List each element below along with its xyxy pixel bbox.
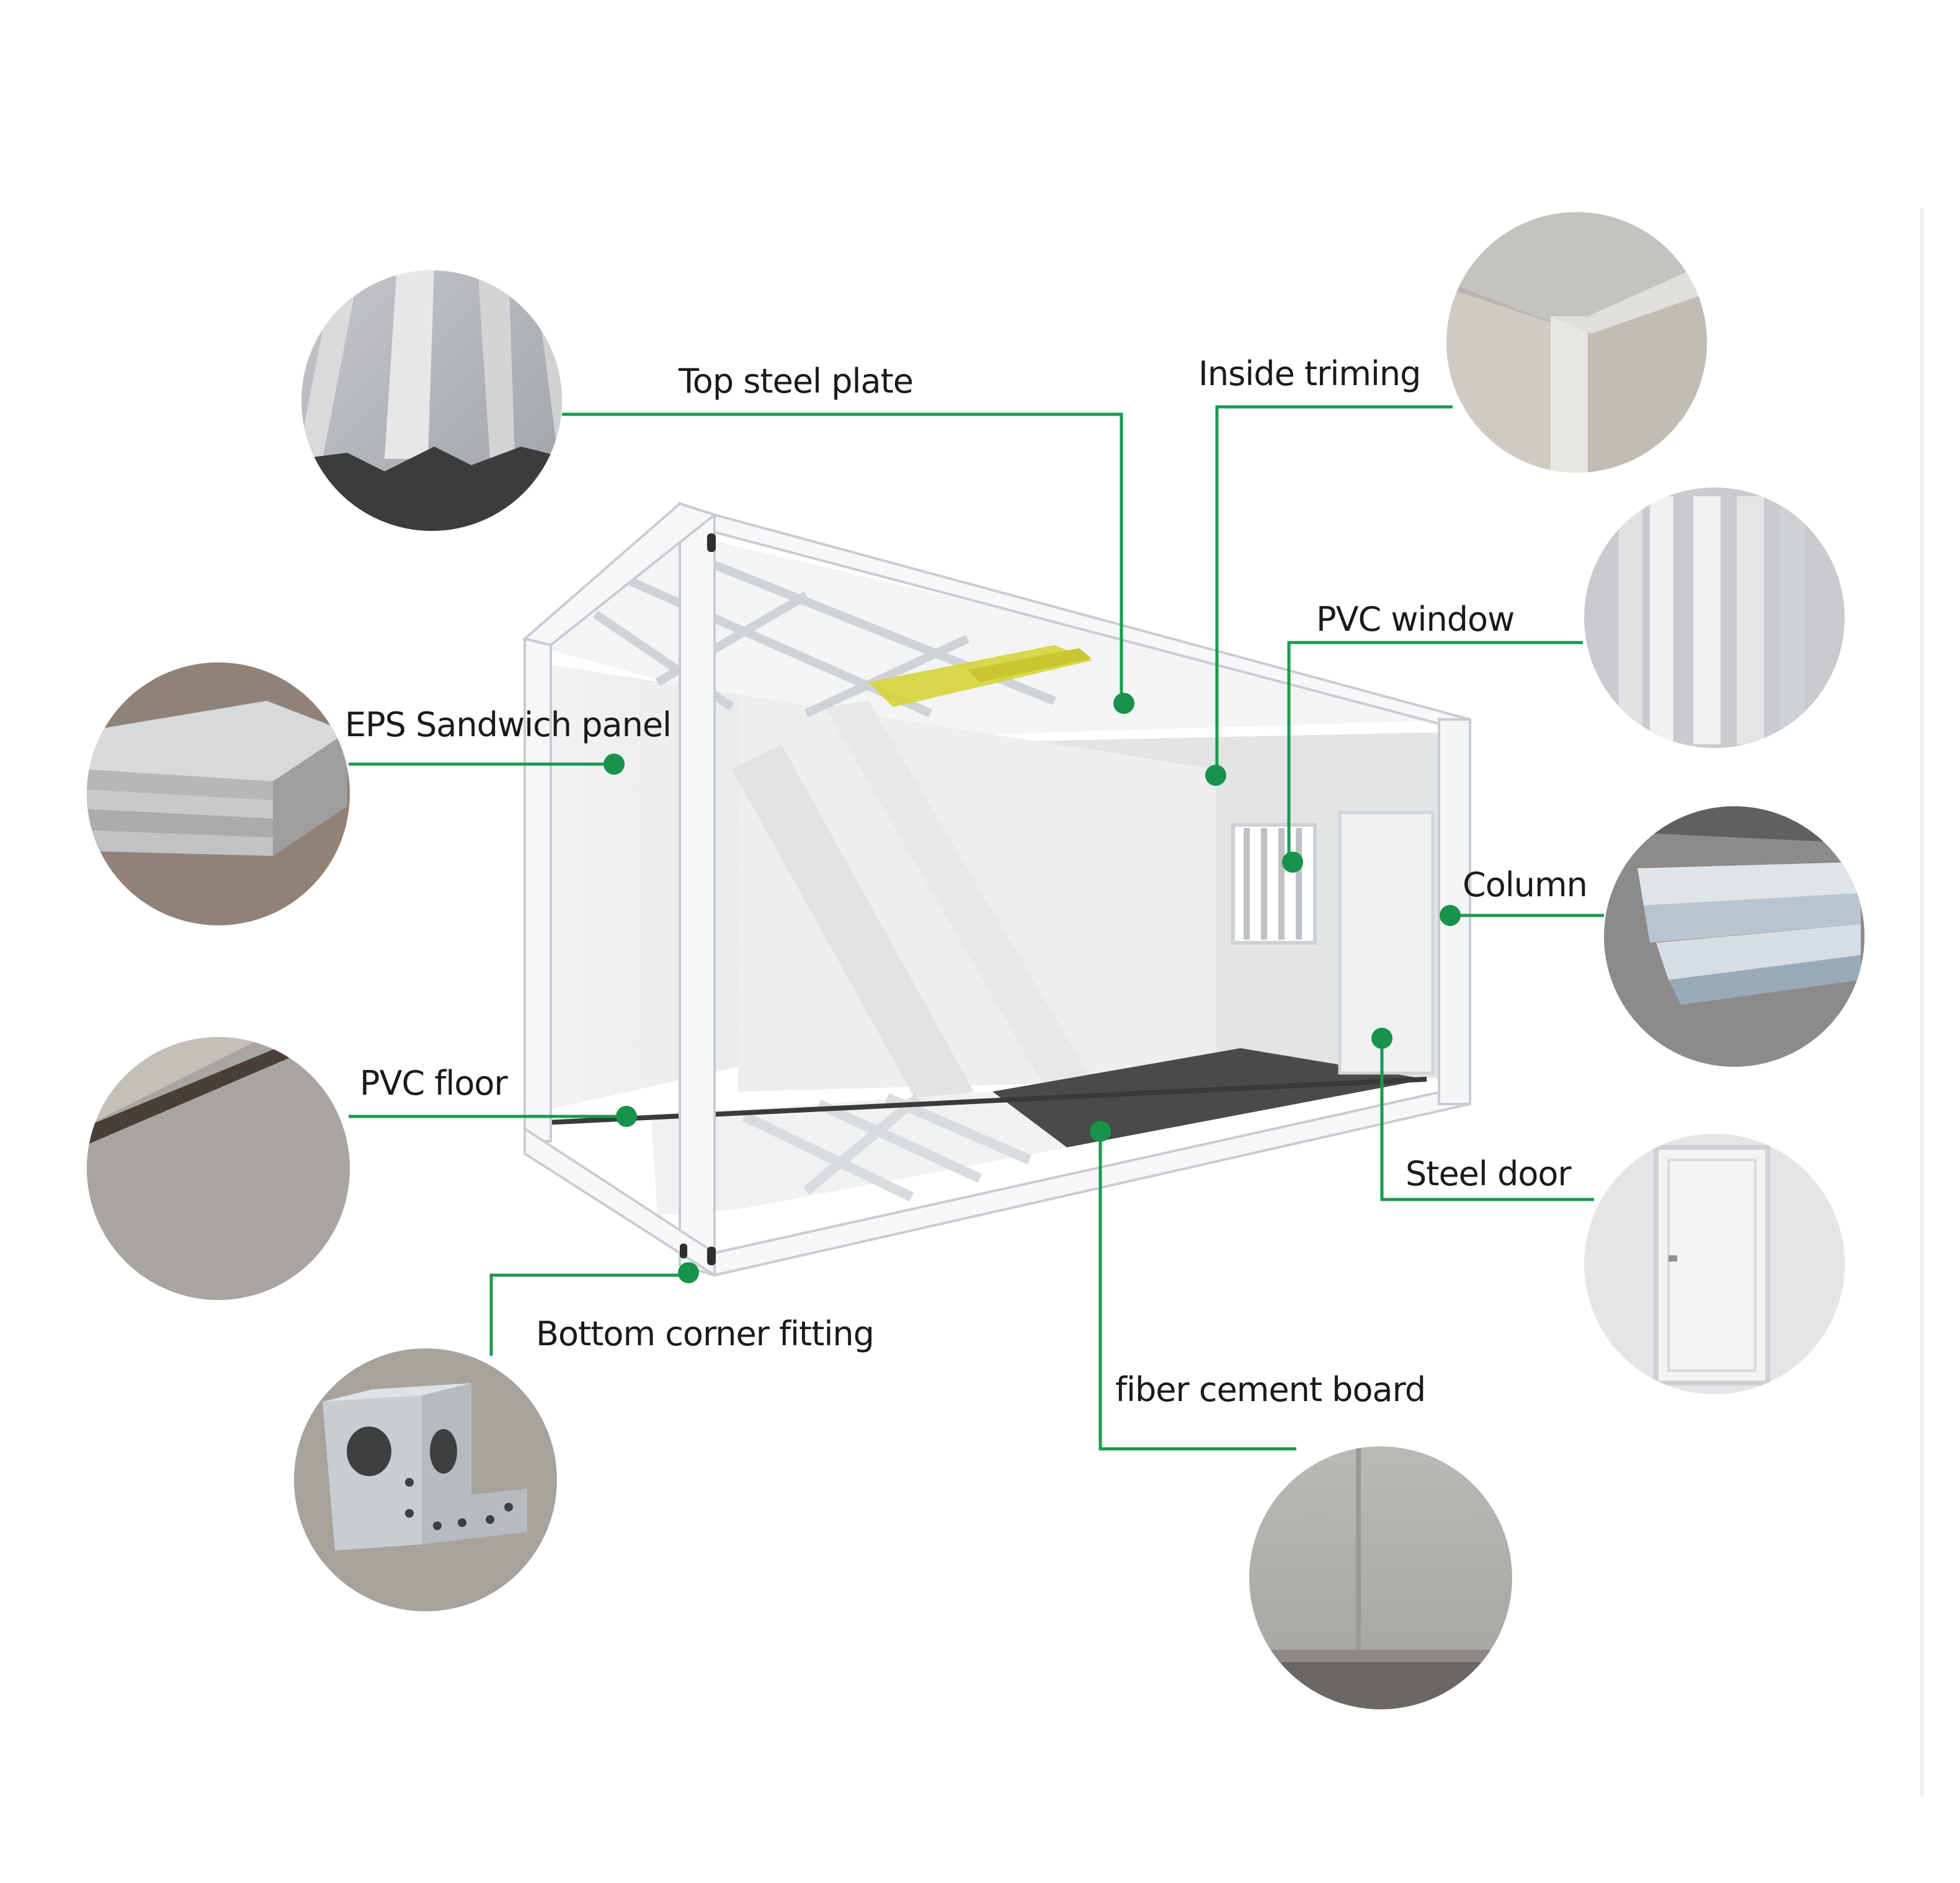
callout-dot-steel-door: [1371, 1028, 1392, 1049]
callout-line-fiber-cement-board: [1098, 1131, 1296, 1451]
photo-top-steel-plate: [301, 270, 562, 531]
callout-dot-top-steel-plate: [1113, 693, 1134, 714]
callout-line-pvc-window: [1287, 641, 1583, 862]
callout-dot-eps-sandwich-panel: [604, 754, 625, 775]
light-streak: [732, 744, 974, 1104]
pvc-window: [1231, 823, 1317, 945]
callout-dot-inside-triming: [1205, 765, 1226, 786]
page-edge-shadow: [1920, 208, 1924, 1796]
callout-dots: [604, 693, 1461, 1283]
corner-casting: [707, 1247, 716, 1265]
callout-dot-bottom-corner-fitting: [678, 1262, 699, 1283]
insulation-strip: [968, 648, 1092, 682]
label-steel-door: Steel door: [1405, 1154, 1572, 1193]
floor-beams: [742, 1093, 1032, 1202]
callout-dot-pvc-floor: [616, 1106, 637, 1127]
callout-line-bottom-corner-fitting: [489, 1273, 688, 1356]
callout-line-steel-door: [1380, 1038, 1594, 1201]
label-fiber-cement-board: fiber cement board: [1115, 1370, 1426, 1409]
photo-bottom-corner-fitting: [294, 1348, 557, 1611]
photo-pvc-window: [1584, 487, 1845, 748]
photo-column: [1604, 806, 1864, 1067]
corner-casting: [680, 1244, 687, 1258]
callout-dot-fiber-cement-board: [1090, 1121, 1111, 1142]
corner-casting: [707, 533, 716, 552]
callout-dot-column: [1440, 905, 1461, 926]
label-column: Column: [1463, 865, 1588, 904]
photo-pvc-floor: [87, 1037, 350, 1300]
photo-fiber-cement-board: [1249, 1446, 1512, 1709]
label-eps-sandwich-panel: EPS Sandwich panel: [345, 705, 672, 744]
light-streak: [825, 701, 1092, 1082]
callout-lines: [349, 405, 1604, 1451]
label-inside-triming: Inside triming: [1198, 354, 1421, 393]
label-pvc-floor: PVC floor: [360, 1064, 508, 1103]
callout-dot-pvc-window: [1282, 852, 1303, 873]
photo-eps-sandwich-panel: [87, 662, 350, 925]
photo-steel-door: [1584, 1134, 1845, 1394]
label-top-steel-plate: Top steel plate: [679, 362, 914, 401]
label-pvc-window: PVC window: [1316, 600, 1515, 639]
callout-line-inside-triming: [1215, 405, 1453, 775]
callout-line-top-steel-plate: [562, 412, 1123, 703]
photo-inside-triming: [1446, 212, 1707, 473]
label-bottom-corner-fitting: Bottom corner fitting: [536, 1314, 875, 1353]
